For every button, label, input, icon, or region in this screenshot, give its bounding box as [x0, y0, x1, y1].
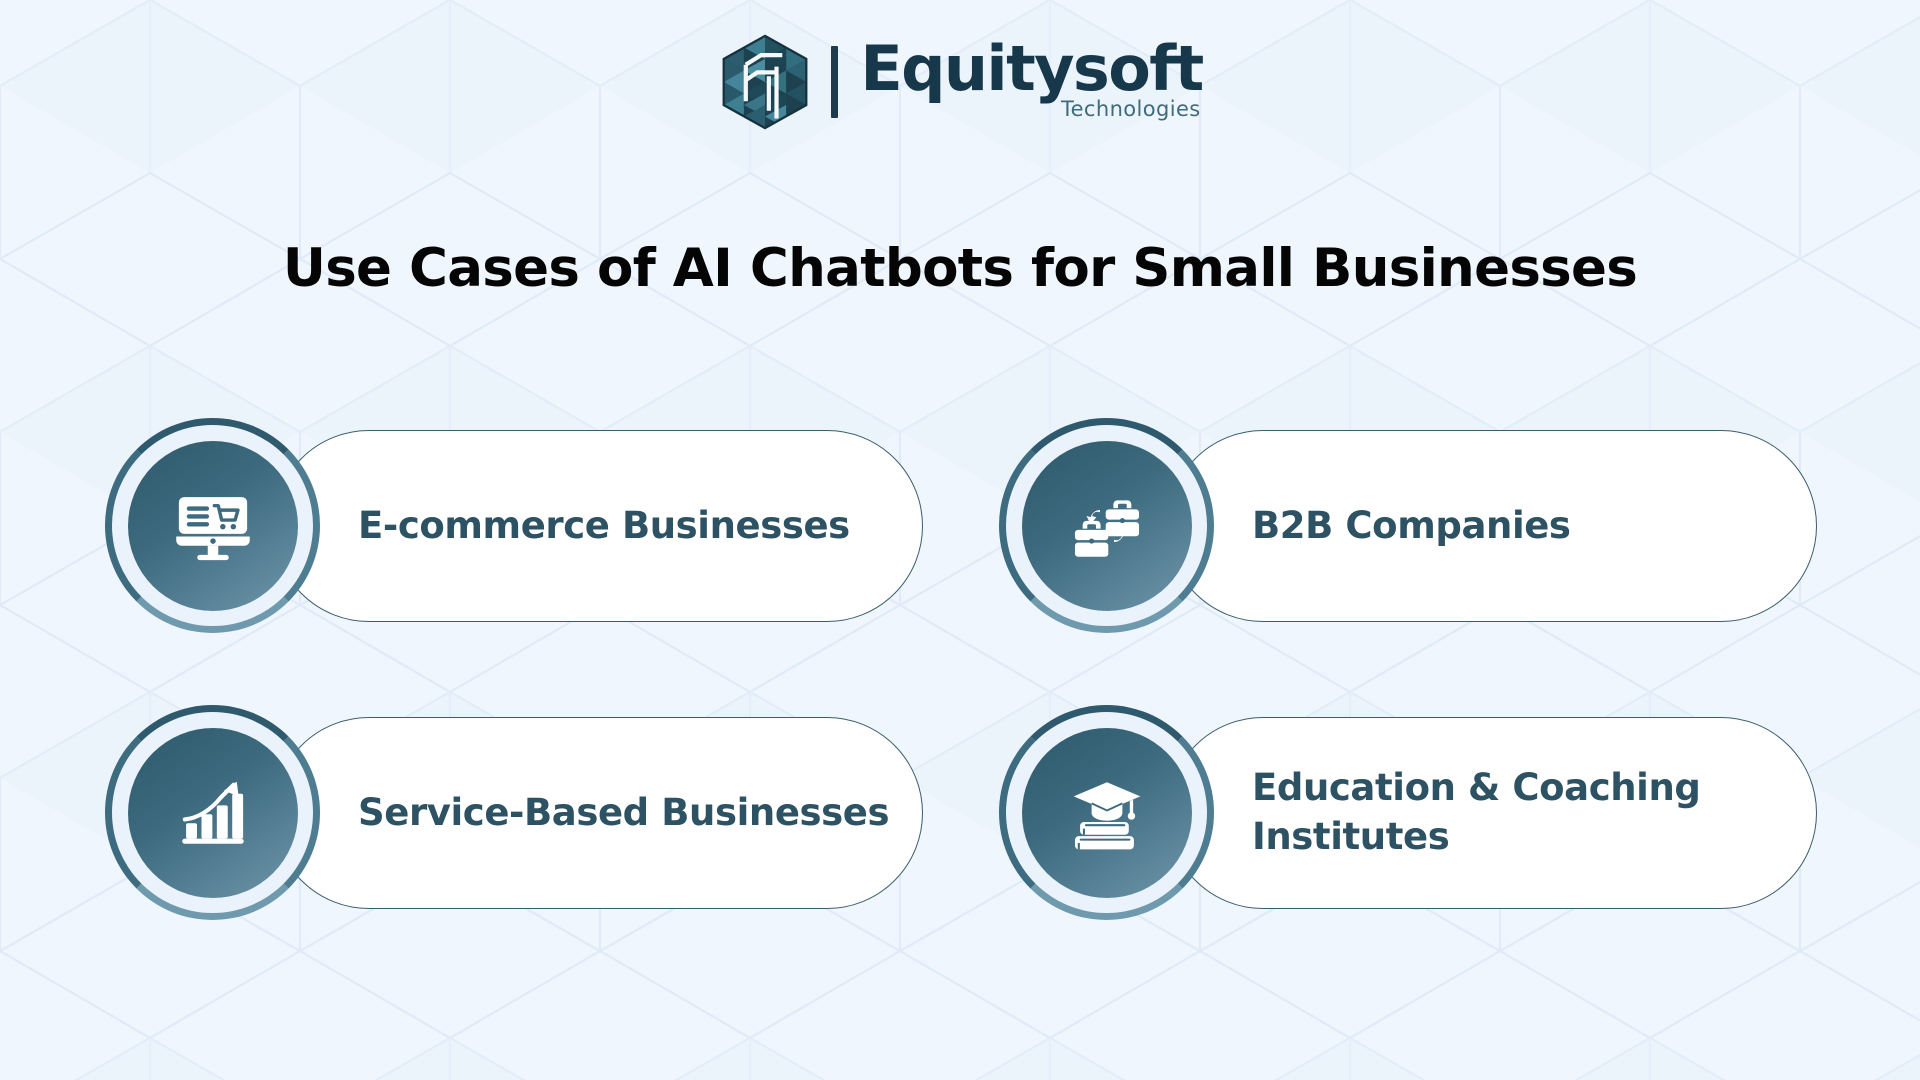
- briefcase-exchange-icon: [1021, 440, 1192, 611]
- card-label: Education & Coaching Institutes: [1252, 766, 1701, 858]
- logo-divider: [831, 46, 839, 118]
- brand-tagline: Technologies: [1060, 96, 1201, 121]
- use-case-card-grid: E-commerce Businesses: [105, 418, 1817, 920]
- use-case-card-b2b[interactable]: B2B Companies: [999, 418, 1817, 633]
- page-title: Use Cases of AI Chatbots for Small Busin…: [282, 238, 1638, 299]
- icon-ring: [105, 705, 320, 920]
- graduation-cap-books-icon: [1021, 727, 1192, 898]
- brand-name: Equitysoft: [860, 32, 1204, 106]
- icon-ring: [105, 418, 320, 633]
- use-case-card-service-based[interactable]: Service-Based Businesses: [105, 705, 923, 920]
- equitysoft-hex-logo-icon: [722, 34, 808, 130]
- card-label: E-commerce Businesses: [358, 503, 850, 547]
- icon-ring: [999, 418, 1214, 633]
- card-label: Service-Based Businesses: [358, 790, 890, 834]
- icon-ring: [999, 705, 1214, 920]
- card-label: B2B Companies: [1252, 503, 1571, 547]
- monitor-shopping-cart-icon: [127, 440, 298, 611]
- use-case-card-education-coaching[interactable]: Education & Coaching Institutes: [999, 705, 1817, 920]
- brand-logo: Equitysoft Technologies: [0, 34, 1920, 130]
- use-case-card-ecommerce[interactable]: E-commerce Businesses: [105, 418, 923, 633]
- growth-bar-chart-arrow-icon: [127, 727, 298, 898]
